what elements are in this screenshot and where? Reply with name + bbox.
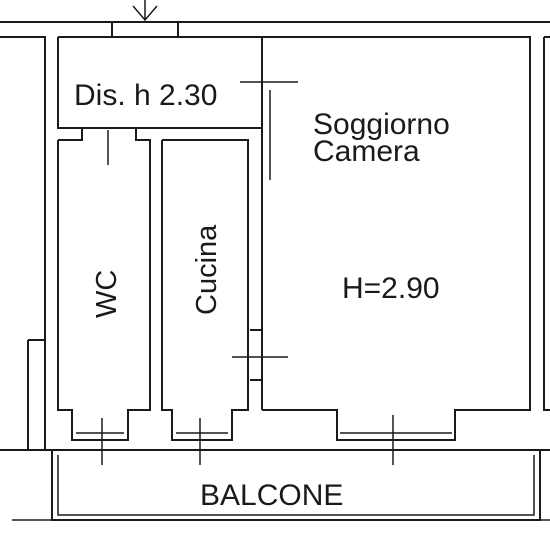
wc-label: WC [91, 270, 123, 318]
living-height-label: H=2.90 [342, 272, 440, 305]
balcony [12, 450, 550, 521]
corridor-room [57, 37, 298, 410]
kitchen-room [161, 139, 288, 465]
kitchen-label: Cucina [191, 224, 223, 315]
living-room-label: Soggiorno [313, 108, 450, 141]
bedroom-label: Camera [313, 135, 420, 168]
wc-room [57, 128, 151, 465]
balcony-label: BALCONE [200, 479, 343, 512]
living-window [340, 415, 452, 465]
entry-arrow-icon [111, 0, 179, 37]
corridor-label: Dis. h 2.30 [74, 79, 217, 112]
outer-walls [0, 21, 550, 451]
